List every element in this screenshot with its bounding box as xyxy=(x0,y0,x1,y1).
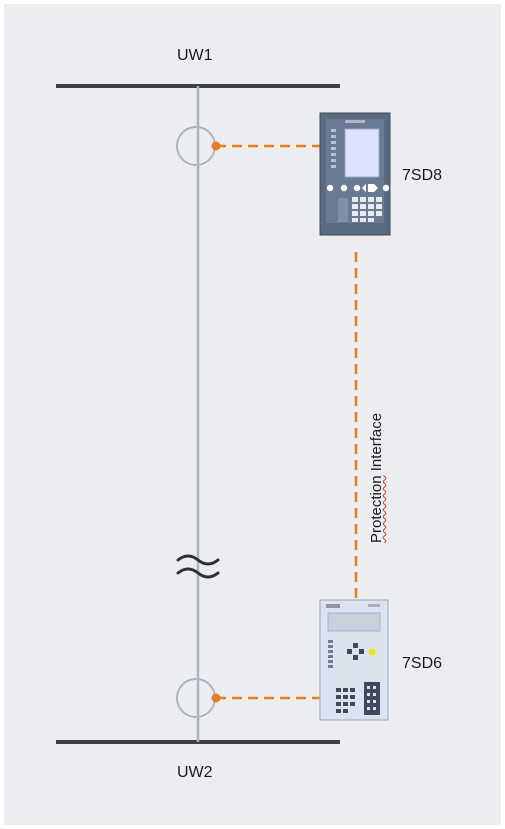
device-7sd6 xyxy=(319,599,389,721)
substation-label-uw1: UW1 xyxy=(177,47,213,64)
ct-terminal-bottom xyxy=(211,693,221,703)
dashed-connections xyxy=(216,144,358,700)
device-7sd8-nav-keys xyxy=(326,184,390,192)
device-7sd8-keypad xyxy=(352,197,382,222)
protection-interface-word2: Interface xyxy=(368,412,385,476)
device-label-7sd8: 7SD8 xyxy=(402,167,443,184)
current-transformer-top xyxy=(176,126,216,166)
diagram-canvas xyxy=(4,4,501,825)
device-7sd6-keypad xyxy=(336,682,380,715)
device-7sd8-leds xyxy=(331,129,336,168)
protection-interface-label: Protection Interface xyxy=(368,413,385,543)
substation-label-uw2: UW2 xyxy=(177,764,213,781)
current-transformer-bottom xyxy=(176,678,216,718)
device-7sd8-screen xyxy=(344,128,380,178)
device-7sd6-led-yellow xyxy=(368,648,376,656)
device-7sd6-nav-keys xyxy=(347,643,364,660)
protection-interface-word1: Protection xyxy=(368,475,385,543)
device-7sd6-leds xyxy=(328,640,333,668)
device-7sd6-screen xyxy=(327,612,381,632)
line-break-symbol xyxy=(176,554,220,579)
device-label-7sd6: 7SD6 xyxy=(402,655,443,672)
ct-terminal-top xyxy=(211,141,221,151)
device-7sd8 xyxy=(319,112,391,236)
